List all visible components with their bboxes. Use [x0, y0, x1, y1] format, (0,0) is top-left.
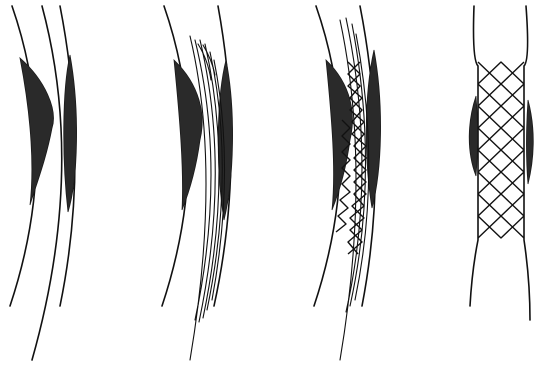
- panel-expanded-stent: [469, 6, 533, 320]
- plaque-left: [20, 58, 53, 205]
- panel-catheter: [162, 6, 233, 360]
- stent-expanded: [478, 62, 524, 238]
- plaque-left: [174, 60, 202, 210]
- plaque-compressed-left: [469, 96, 477, 176]
- panel-collapsed-stent: [314, 6, 381, 360]
- catheter: [190, 36, 225, 360]
- plaque-right: [218, 60, 232, 220]
- plaque-compressed-right: [527, 100, 534, 184]
- panel-narrowed-artery: [10, 6, 77, 360]
- plaque-left: [326, 60, 352, 210]
